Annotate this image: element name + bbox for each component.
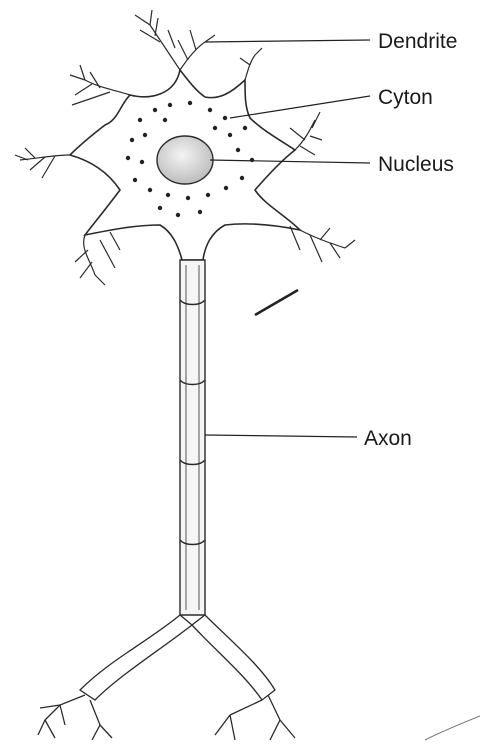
cyton-leader xyxy=(230,96,370,118)
stray-mark xyxy=(255,290,298,315)
label-dendrite: Dendrite xyxy=(378,30,457,53)
nucleus-leader xyxy=(210,160,370,163)
axon-leader xyxy=(205,435,357,437)
dendrite-leader xyxy=(205,40,370,42)
label-cyton: Cyton xyxy=(378,86,433,109)
label-axon: Axon xyxy=(364,427,412,450)
page-edge-mark xyxy=(425,716,480,740)
label-nucleus: Nucleus xyxy=(378,153,454,176)
nucleus xyxy=(157,136,213,184)
axon-terminals xyxy=(38,615,295,740)
leader-lines xyxy=(205,40,370,437)
axon xyxy=(180,260,205,615)
